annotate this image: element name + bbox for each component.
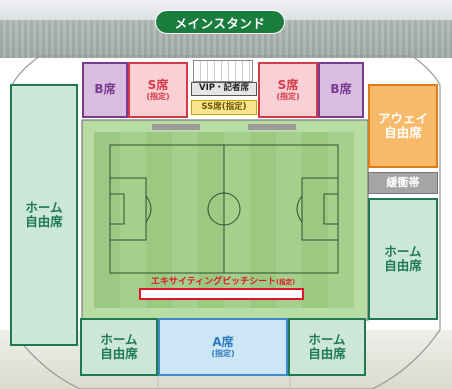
b-seat-left-label: B席 [94, 82, 116, 97]
home-free-seat-left-label: ホーム 自由席 [25, 199, 63, 229]
ss-seat-label: SS席(指定) [201, 101, 247, 112]
buffer-zone: 緩衝帯 [368, 172, 438, 194]
main-stand-banner: メインスタンド [155, 10, 285, 34]
exciting-pitch-seat[interactable] [139, 288, 304, 300]
s-seat-left-sub: (指定) [146, 92, 170, 102]
bench-left [152, 124, 200, 130]
home-free-seat-right[interactable]: ホーム 自由席 [368, 198, 438, 320]
exciting-pitch-seat-sub: (指定) [276, 278, 296, 286]
pitch-stripes [94, 132, 328, 308]
pitch-lines [109, 144, 339, 274]
home-free-seat-bottom-right[interactable]: ホーム 自由席 [288, 318, 366, 376]
b-seat-right[interactable]: B席 [318, 62, 364, 118]
home-free-seat-left[interactable]: ホーム 自由席 [10, 84, 78, 346]
b-seat-right-label: B席 [330, 82, 352, 97]
home-free-seat-bottom-left[interactable]: ホーム 自由席 [80, 318, 158, 376]
home-free-seat-bottom-left-label: ホーム 自由席 [100, 331, 138, 361]
exciting-pitch-seat-label: エキサイティングピッチシート(指定) [128, 274, 318, 287]
a-seat[interactable]: A席 (指定) [158, 318, 288, 376]
s-seat-right[interactable]: S席 (指定) [258, 62, 318, 118]
away-free-seat-label: アウェイ 自由席 [377, 110, 428, 140]
s-seat-right-sub: (指定) [276, 92, 300, 102]
a-seat-sub: (指定) [211, 349, 235, 359]
vip-press-seat[interactable]: VIP・記者席 [191, 82, 257, 96]
home-free-seat-right-label: ホーム 自由席 [384, 243, 422, 273]
away-free-seat[interactable]: アウェイ 自由席 [368, 84, 438, 168]
stadium-outline [11, 55, 441, 389]
s-seat-left[interactable]: S席 (指定) [128, 62, 188, 118]
exciting-pitch-seat-title: エキサイティングピッチシート [150, 277, 277, 287]
b-seat-left[interactable]: B席 [82, 62, 128, 118]
ss-seat[interactable]: SS席(指定) [191, 100, 257, 115]
s-seat-left-label: S席 [147, 77, 169, 92]
buffer-zone-label: 緩衝帯 [386, 175, 420, 189]
bench-right [248, 124, 296, 130]
s-seat-right-label: S席 [277, 77, 299, 92]
home-free-seat-bottom-right-label: ホーム 自由席 [308, 331, 346, 361]
stairs [193, 60, 253, 82]
vip-press-seat-label: VIP・記者席 [199, 83, 249, 94]
a-seat-label: A席 [212, 334, 234, 349]
